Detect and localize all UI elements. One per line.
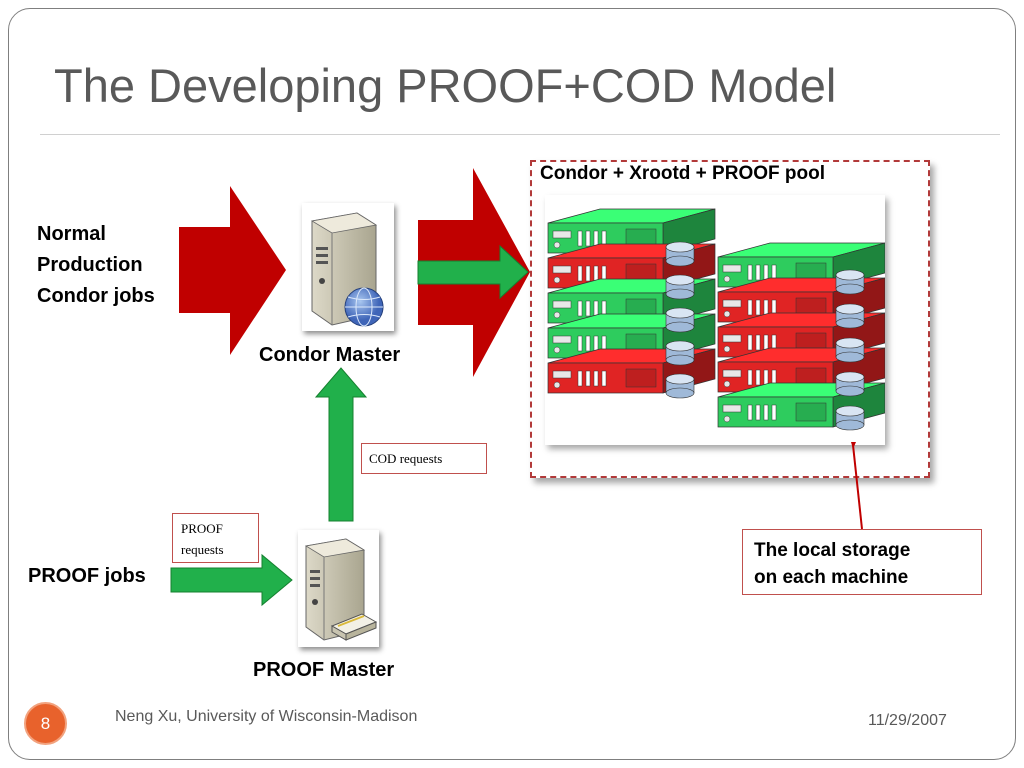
disk-icon-base <box>835 419 865 431</box>
disk-icon-base <box>665 354 695 366</box>
normal-jobs-label: Normal Production Condor jobs <box>37 219 155 312</box>
rack-server-vent <box>755 299 761 316</box>
disk-icon-top <box>665 373 695 385</box>
rack-server-bay <box>722 404 742 413</box>
disk-icon-top <box>835 303 865 315</box>
proof-requests-line: requests <box>181 542 224 557</box>
rack-server-led <box>723 345 731 353</box>
red-arrow-normal-jobs <box>179 186 286 355</box>
rack-server-vent <box>771 404 777 421</box>
rack-server-vent <box>585 300 591 317</box>
rack-server-bay <box>722 334 742 343</box>
disk-icon-base <box>835 351 865 363</box>
slide-title: The Developing PROOF+COD Model <box>54 59 837 112</box>
proof-master-label: PROOF Master <box>253 659 395 681</box>
rack-server-led <box>553 311 561 319</box>
disk-icon-base <box>665 288 695 300</box>
rack-server-vent <box>585 265 591 282</box>
rack-server-icon <box>547 208 886 431</box>
disk-icon-top <box>665 307 695 319</box>
proof-requests-callout: PROOF requests <box>172 513 259 563</box>
rack-server-led <box>723 310 731 318</box>
proof-jobs-label: PROOF jobs <box>28 565 146 587</box>
rack-server-bay <box>552 300 572 309</box>
rack-server-panel <box>795 402 827 422</box>
rack-server-vent <box>577 265 583 282</box>
disk-icon-base <box>835 317 865 329</box>
green-arrow-to-pool <box>417 244 529 300</box>
proof-requests-line: PROOF <box>181 521 223 536</box>
disk-icon-top <box>835 371 865 383</box>
disk-icon-base <box>835 385 865 397</box>
rack-server-vent <box>585 370 591 387</box>
condor-master-server <box>302 203 394 331</box>
rack-server-bay <box>552 265 572 274</box>
rack-server-bay <box>552 370 572 379</box>
green-arrow-proof-jobs <box>170 553 293 607</box>
disk-icon-top <box>665 241 695 253</box>
footer-date: 11/29/2007 <box>868 712 947 729</box>
rack-server-bay <box>552 230 572 239</box>
local-storage-line: The local storage <box>754 540 911 561</box>
rack-server-led <box>723 415 731 423</box>
rack-server-vent <box>755 369 761 386</box>
rack-server-vent <box>601 370 607 387</box>
disk-icon-top <box>835 269 865 281</box>
rack-server-led <box>723 275 731 283</box>
disk-icon-base <box>665 255 695 267</box>
rack-server-led <box>553 276 561 284</box>
rack-server-vent <box>747 299 753 316</box>
disk-icon-top <box>835 405 865 417</box>
condor-master-label: Condor Master <box>259 344 401 366</box>
rack-server-vent <box>747 264 753 281</box>
rack-server-bay <box>722 264 742 273</box>
rack-server-bay <box>722 299 742 308</box>
disk-icon-top <box>835 337 865 349</box>
page-number-badge: 8 <box>24 702 67 745</box>
rack-server-bay <box>552 335 572 344</box>
footer-author: Neng Xu, University of Wisconsin-Madison <box>115 708 418 725</box>
rack-server-bay <box>722 369 742 378</box>
rack-server-vent <box>747 404 753 421</box>
rack-server-vent <box>585 230 591 247</box>
local-storage-line: on each machine <box>754 567 909 588</box>
rack-server-vent <box>577 335 583 352</box>
rack-server-vent <box>747 334 753 351</box>
rack-server-vent <box>593 370 599 387</box>
rack-server-led <box>553 241 561 249</box>
server-globe-icon <box>310 212 384 327</box>
rack-server-vent <box>763 404 769 421</box>
rack-server-vent <box>755 404 761 421</box>
rack-server-led <box>723 380 731 388</box>
rack-server-vent <box>577 230 583 247</box>
disk-icon-base <box>665 387 695 399</box>
proof-master-server <box>298 530 379 647</box>
rack-server-vent <box>747 369 753 386</box>
normal-jobs-line: Normal <box>37 223 106 245</box>
title-divider <box>40 134 1000 135</box>
pool-title: Condor + Xrootd + PROOF pool <box>540 163 825 184</box>
rack-server-vent <box>755 334 761 351</box>
server-rack-image <box>545 195 886 445</box>
rack-server-led <box>553 381 561 389</box>
normal-jobs-line: Production <box>37 254 143 276</box>
green-arrow-cod <box>314 367 368 522</box>
rack-server-vent <box>585 335 591 352</box>
rack-server-vent <box>755 264 761 281</box>
disk-icon-top <box>665 340 695 352</box>
disk-icon-base <box>665 321 695 333</box>
disk-icon-top <box>665 274 695 286</box>
rack-server-panel <box>625 368 657 388</box>
server-drive-icon <box>304 538 378 641</box>
connector-line <box>852 444 863 530</box>
disk-icon-base <box>835 283 865 295</box>
rack-server-led <box>553 346 561 354</box>
normal-jobs-line: Condor jobs <box>37 285 155 307</box>
rack-server-vent <box>577 300 583 317</box>
local-storage-callout: The local storage on each machine <box>742 529 982 595</box>
rack-server-vent <box>577 370 583 387</box>
cod-requests-callout: COD requests <box>361 443 487 474</box>
